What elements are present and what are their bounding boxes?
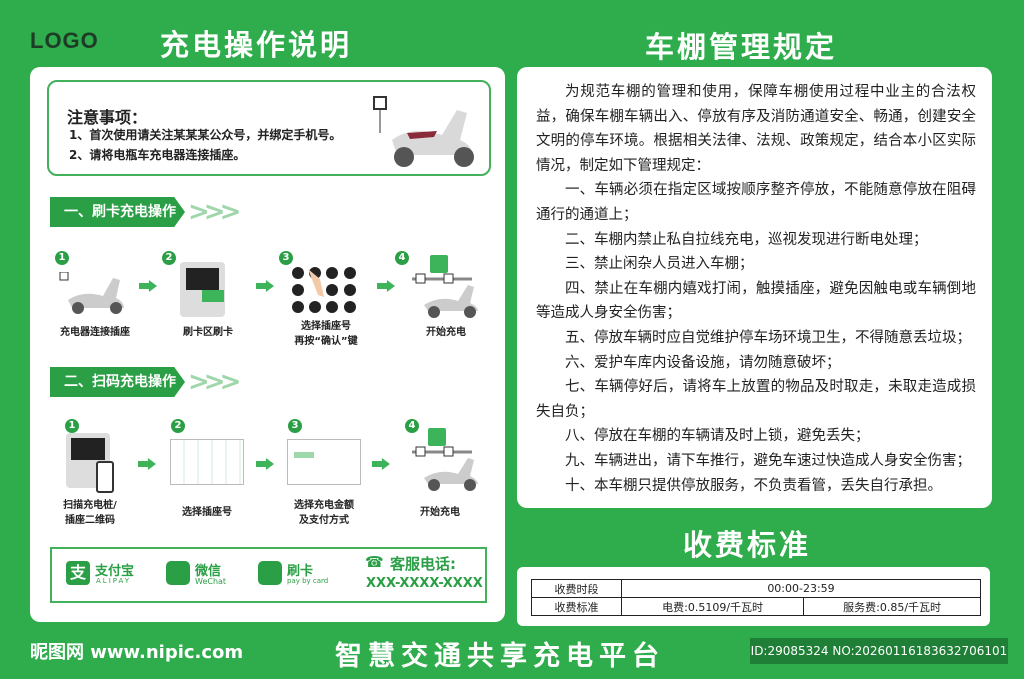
- rule-paragraph: 七、车辆停好后，请将车上放置的物品及时取走，未取走造成损失自负；: [536, 379, 976, 420]
- step-number: 1: [55, 251, 69, 265]
- scooter-illustration: [373, 96, 474, 167]
- card-icon: [258, 561, 282, 585]
- step-caption: 充电器连接插座: [60, 327, 130, 338]
- step-caption: 扫描充电桩/ 插座二维码: [63, 500, 117, 526]
- alipay-label: 支付宝: [95, 564, 135, 579]
- step-caption: 选择充电金额 及支付方式: [294, 500, 354, 526]
- phone-icon: ☎: [365, 553, 384, 571]
- right-title: 车棚管理规定: [645, 30, 838, 64]
- fee-service: 服务费:0.85/千瓦时: [803, 597, 981, 616]
- wechat-label: 微信: [195, 564, 222, 579]
- alipay-icon: 支: [66, 561, 90, 585]
- rule-paragraph: 六、爱护车库内设备设施，请勿随意破坏；: [565, 354, 841, 371]
- fee-electricity: 电费:0.5109/千瓦时: [620, 597, 805, 616]
- charging-scooter-icon: [412, 428, 478, 491]
- left-title: 充电操作说明: [160, 28, 353, 62]
- card-en: pay by card: [287, 577, 329, 585]
- arrow-right-icon: [377, 280, 395, 292]
- step-number: 3: [279, 251, 293, 265]
- fee-period: 00:00-23:59: [621, 579, 981, 598]
- fee-period-label: 收费时段: [531, 579, 622, 598]
- rule-paragraph: 四、禁止在车棚内嬉戏打闹，触摸插座，避免因触电或车辆倒地等造成人身安全伤害；: [536, 280, 976, 322]
- step-number: 1: [65, 419, 79, 433]
- step-number: 2: [171, 419, 185, 433]
- rule-paragraph: 十、本车棚只提供停放服务，不负责看管，丢失自行承担。: [565, 477, 942, 494]
- wechat-en: WeChat: [195, 577, 227, 586]
- fee-standard-label: 收费标准: [531, 597, 622, 616]
- notice-box: 注意事项： 1、首次使用请关注某某某公众号，并绑定手机号。 2、请将电瓶车充电器…: [47, 80, 491, 176]
- step-number: 4: [405, 419, 419, 433]
- card-label: 刷卡: [287, 564, 314, 579]
- step-number: 4: [395, 251, 409, 265]
- rule-paragraph: 五、停放车辆时应自觉维护停车场环境卫生，不得随意丢垃圾；: [565, 329, 971, 346]
- step-caption: 刷卡区刷卡: [183, 327, 233, 338]
- charging-scooter-icon: [412, 255, 478, 318]
- arrow-right-icon: [256, 458, 274, 470]
- service-phone: XXX-XXXX-XXXX: [366, 576, 483, 591]
- socket-select-screen: [170, 439, 244, 485]
- chevrons-icon: >>>: [188, 367, 241, 397]
- id-badge: ID:29085324 NO:20260116183632706101: [750, 638, 1008, 664]
- step-caption: 开始充电: [426, 327, 466, 338]
- notice-item: 1、首次使用请关注某某某公众号，并绑定手机号。: [69, 128, 342, 142]
- arrow-right-icon: [139, 280, 157, 292]
- rule-paragraph: 九、车辆进出，请下车推行，避免车速过快造成人身安全伤害；: [565, 452, 971, 469]
- arrow-right-icon: [256, 280, 274, 292]
- logo: LOGO: [30, 28, 99, 53]
- watermark: 昵图网 www.nipic.com: [30, 642, 244, 663]
- wechat-icon: [166, 561, 190, 585]
- qr-scan-icon: [66, 433, 114, 493]
- step-caption: 选择插座号 再按“确认”键: [294, 321, 358, 347]
- rule-paragraph: 八、停放在车棚的车辆请及时上锁，避免丢失；: [565, 428, 870, 445]
- rules-text: 为规范车棚的管理和使用，保障车棚使用过程中业主的合法权益，确保车棚车辆出入、停放…: [536, 80, 976, 498]
- scan-section-header: 二、扫码充电操作: [50, 367, 185, 397]
- scooter-plug-icon: [59, 272, 124, 314]
- chevrons-icon: >>>: [188, 197, 241, 227]
- rule-paragraph: 二、车棚内禁止私自拉线充电，巡视发现进行断电处理；: [565, 231, 928, 248]
- payment-select-screen: [287, 439, 361, 485]
- alipay-en: ALIPAY: [96, 577, 132, 585]
- keypad-icon: [292, 267, 356, 313]
- card-reader-icon: [180, 262, 225, 317]
- rule-paragraph: 为规范车棚的管理和使用，保障车棚使用过程中业主的合法权益，确保车棚车辆出入、停放…: [536, 84, 976, 174]
- operation-panel: [30, 67, 505, 622]
- payment-box: 支 支付宝 ALIPAY 微信 WeChat 刷卡 pay by card ☎ …: [50, 547, 487, 603]
- rule-paragraph: 一、车辆必须在指定区域按顺序整齐停放，不能随意停放在阻碍通行的通道上；: [536, 182, 976, 223]
- slogan: 智慧交通共享充电平台: [335, 641, 665, 672]
- fee-title: 收费标准: [683, 528, 812, 562]
- step-number: 3: [288, 419, 302, 433]
- arrow-right-icon: [372, 458, 390, 470]
- rules-panel: [517, 67, 992, 508]
- notice-heading: 注意事项：: [67, 108, 148, 127]
- rule-paragraph: 三、禁止闲杂人员进入车棚；: [565, 256, 754, 273]
- arrow-right-icon: [138, 458, 156, 470]
- step-caption: 开始充电: [420, 507, 460, 518]
- service-label: 客服电话:: [390, 555, 456, 573]
- notice-item: 2、请将电瓶车充电器连接插座。: [69, 148, 246, 162]
- step-number: 2: [162, 251, 176, 265]
- card-section-header: 一、刷卡充电操作: [50, 197, 185, 227]
- step-caption: 选择插座号: [182, 507, 232, 518]
